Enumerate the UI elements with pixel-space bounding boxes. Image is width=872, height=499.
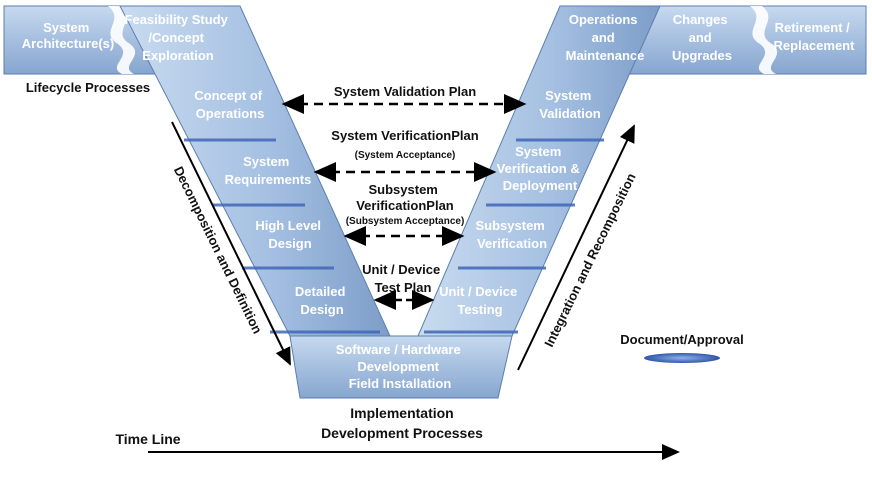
high-level-design-label: High Level Design (255, 218, 324, 251)
stage-dividers (184, 138, 604, 334)
v-bottom-block (289, 335, 513, 399)
system-validation-plan-label: System Validation Plan (334, 84, 476, 99)
system-validation-label: System Validation (539, 88, 600, 121)
software-hardware-label: Software / Hardware Development Field In… (336, 342, 465, 391)
unit-device-test-plan-label: Unit / Device Test Plan (362, 262, 444, 295)
time-line-label: Time Line (115, 431, 180, 447)
subsystem-verification-label: Subsystem Verification (476, 218, 549, 251)
detailed-design-label: Detailed Design (295, 284, 349, 317)
operations-maintenance-label: Operations and Maintenance (566, 12, 645, 63)
subsystem-acceptance-label: (Subsystem Acceptance) (346, 216, 465, 227)
implementation-label: Implementation (350, 405, 453, 421)
system-verification-plan-label: System VerificationPlan (331, 128, 478, 143)
system-architecture-label: System Architecture(s) (22, 20, 114, 51)
system-verification-label: System Verification & Deployment (497, 144, 584, 193)
unit-testing-label: Unit / Device Testing (439, 284, 521, 317)
decomposition-arrow (171, 121, 291, 366)
retirement-replacement-label: Retirement / Replacement (774, 20, 856, 53)
concept-of-operations-label: Concept of Operations (194, 88, 266, 121)
subsystem-verification-plan-label: Subsystem VerificationPlan (356, 182, 454, 213)
lifecycle-processes-label: Lifecycle Processes (26, 80, 150, 95)
development-processes-label: Development Processes (321, 425, 483, 441)
integration-arrow (517, 124, 635, 371)
changes-upgrades-label: Changes and Upgrades (672, 12, 732, 63)
feasibility-study-label: Feasibility Study /Concept Exploration (125, 12, 232, 63)
document-approval-label: Document/Approval (620, 332, 744, 347)
system-requirements-label: System Requirements (225, 154, 312, 187)
system-acceptance-label: (System Acceptance) (355, 150, 456, 161)
document-approval-oval (644, 353, 720, 363)
